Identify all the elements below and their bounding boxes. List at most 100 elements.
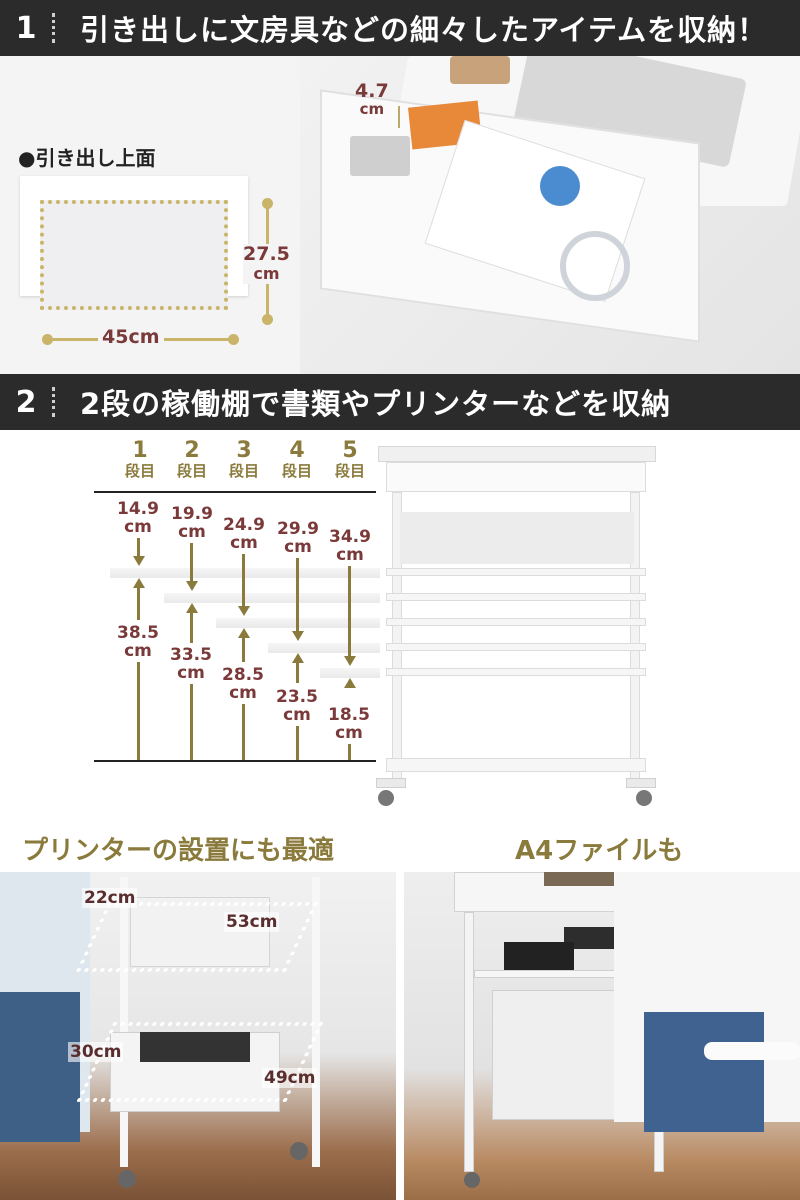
caster-wheel: [464, 1172, 480, 1188]
caster-wheel-right: [636, 790, 652, 806]
level-header-5: 5 段目: [320, 438, 380, 481]
level-2-down-arrow: [186, 581, 198, 591]
level-number: 3: [236, 438, 252, 463]
printer-caption: プリンターの設置にも最適: [22, 836, 335, 866]
level-5-top-line: [348, 566, 351, 658]
separator: [52, 387, 62, 417]
router: [504, 942, 574, 970]
file-boxes: [492, 990, 632, 1120]
section-number: 1: [15, 10, 37, 46]
level-4-up-arrow: [292, 653, 304, 663]
value: 19.9: [171, 504, 213, 524]
level-number: 2: [184, 438, 200, 463]
level-number: 4: [289, 438, 305, 463]
height-marker: [398, 106, 400, 128]
separator: [52, 13, 62, 43]
level-unit: 段目: [124, 462, 155, 480]
level-number: 5: [342, 438, 358, 463]
level-unit: 段目: [176, 462, 207, 480]
depth-value: 27.5: [243, 243, 290, 265]
section-1-content: 4.7 cm ●引き出し上面 27.5 cm 45cm: [0, 56, 800, 374]
drawer-top-label: ●引き出し上面: [18, 146, 156, 170]
unit: cm: [283, 705, 311, 725]
level-3-top-line: [242, 554, 245, 608]
phone: [450, 56, 510, 84]
chart-graphic: [540, 166, 580, 206]
laptop-on-desk: [544, 872, 634, 886]
shelf-slot-5: [386, 668, 646, 676]
unit: cm: [124, 517, 152, 537]
section-title: 2段の稼働棚で書類やプリンターなどを収納: [80, 387, 672, 421]
level-4-down-arrow: [292, 631, 304, 641]
caster-wheel-left: [378, 790, 394, 806]
section-2-banner: 2 2段の稼働棚で書類やプリンターなどを収納: [0, 374, 800, 430]
upper-shelf-outline: [75, 902, 319, 972]
level-5-up-arrow: [344, 678, 356, 688]
level-5-bottom-line-b: [348, 744, 351, 760]
level-4-bottom-line-a: [296, 663, 299, 683]
level-header-4: 4 段目: [267, 438, 327, 481]
shelf-slot-1: [386, 568, 646, 576]
level-4-top-line: [296, 558, 299, 633]
level-1-bottom-line-a: [137, 588, 140, 620]
level-1-down-arrow: [133, 556, 145, 566]
desk-frame: [120, 877, 320, 1167]
person-jeans: [644, 1012, 764, 1132]
desk-top-board: [378, 446, 656, 462]
shelf-position-5: [320, 668, 380, 678]
caster-wheel: [118, 1170, 136, 1188]
section-number: 2: [15, 384, 37, 420]
unit: cm: [178, 522, 206, 542]
level-2-up-arrow: [186, 603, 198, 613]
unit: cm: [124, 641, 152, 661]
depth-dot-bottom: [262, 314, 273, 325]
level-2-top-line: [190, 543, 193, 583]
level-4-bottom-line-b: [296, 726, 299, 760]
width-dot-right: [228, 334, 239, 345]
calculator: [350, 136, 410, 176]
dimension-49cm: 49cm: [262, 1068, 318, 1088]
drawer-depth-dimension: 27.5 cm: [243, 244, 290, 284]
printer-photo: 22cm 53cm 30cm 49cm: [0, 872, 396, 1200]
level-3-down-arrow: [238, 606, 250, 616]
section-1-banner: 1 引き出しに文房具などの細々したアイテムを収納！: [0, 0, 800, 56]
unit: cm: [336, 545, 364, 565]
level-2-bottom-line-b: [190, 684, 193, 760]
height-value: 4.7: [355, 80, 389, 102]
drawer-height-dimension: 4.7 cm: [355, 80, 389, 119]
level-unit: 段目: [334, 462, 365, 480]
unit: cm: [229, 683, 257, 703]
cable-coil: [560, 231, 630, 301]
a4-file-caption: A4ファイルも: [515, 836, 684, 866]
shelf-slot-2: [386, 593, 646, 601]
desk-drawer: [386, 462, 646, 492]
shelf-slot-4: [386, 643, 646, 651]
value: 38.5: [117, 623, 159, 643]
drawer-interior: [40, 200, 228, 310]
caster-wheel: [290, 1142, 308, 1160]
value: 18.5: [328, 705, 370, 725]
section-title: 引き出しに文房具などの細々したアイテムを収納！: [80, 13, 768, 47]
drawer-width-dimension: 45cm: [98, 326, 164, 348]
dimension-53cm: 53cm: [224, 912, 280, 932]
unit: cm: [284, 537, 312, 557]
level-3-up-arrow: [238, 628, 250, 638]
lower-shelf-outline: [76, 1022, 324, 1102]
shelf-position-4: [268, 643, 380, 653]
width-dot-left: [42, 334, 53, 345]
level-header-3: 3 段目: [214, 438, 274, 481]
bottom-shelf: [386, 758, 646, 772]
height-unit: cm: [359, 100, 385, 118]
level-1-bottom-line-b: [137, 662, 140, 760]
level-2-bottom-line-a: [190, 613, 193, 643]
desk-leg-left: [464, 912, 474, 1172]
value: 34.9: [329, 527, 371, 547]
value: 29.9: [277, 519, 319, 539]
